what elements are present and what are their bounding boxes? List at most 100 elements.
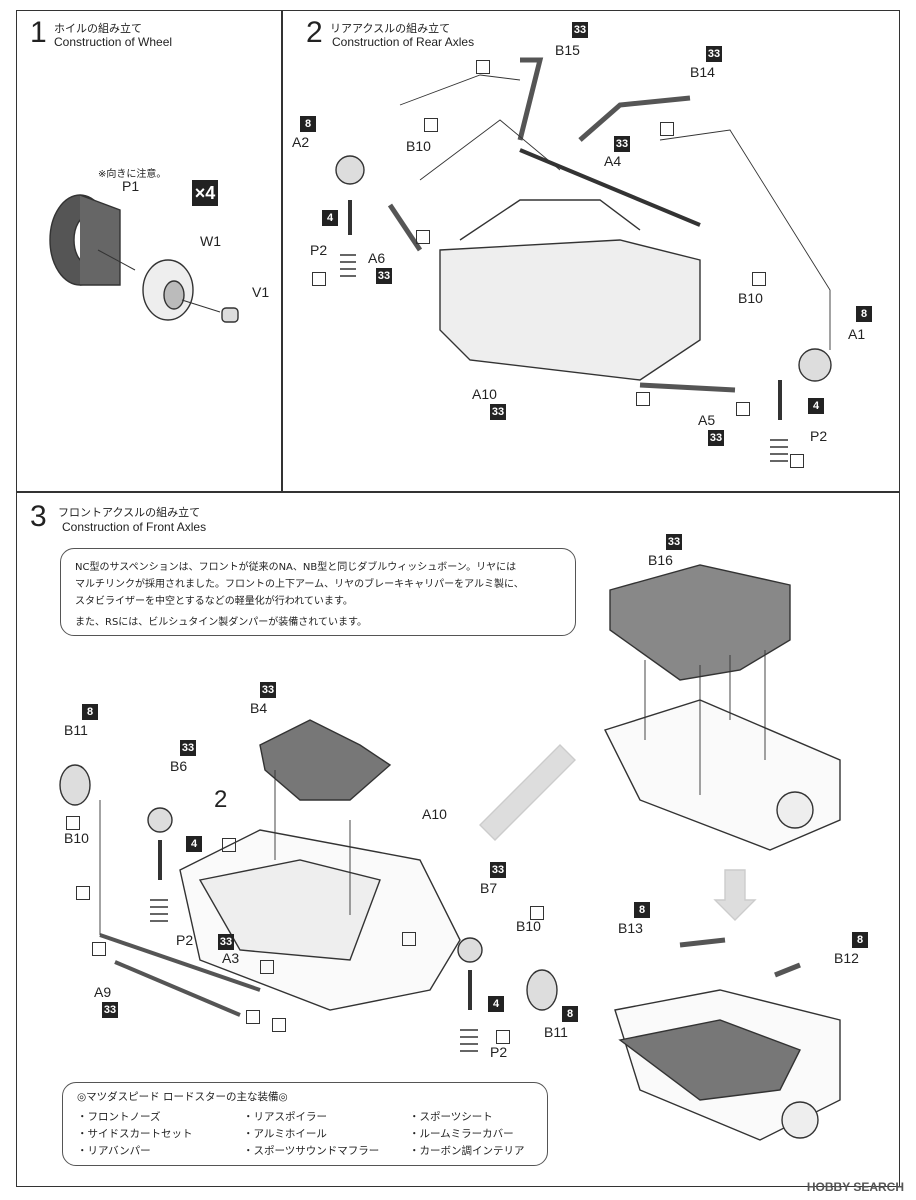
badge-b7: 33 [490, 862, 506, 878]
step1-title-en: Construction of Wheel [54, 35, 173, 49]
label-b12: B12 [834, 950, 859, 966]
label-step-ref-2: 2 [214, 786, 228, 813]
equipment-item: ・フロントノーズ [77, 1111, 161, 1123]
step1-number: 1 [30, 16, 47, 49]
badge-sticker-4a: 4 [322, 210, 338, 226]
glue-icon [636, 392, 650, 406]
glue-icon [76, 886, 90, 900]
badge-a4: 33 [614, 136, 630, 152]
label-a5: A5 [698, 412, 716, 428]
step2-title-en: Construction of Rear Axles [332, 35, 475, 49]
label-b7: B7 [480, 880, 498, 896]
equipment-item: ・スポーツサウンドマフラー [243, 1145, 380, 1157]
glue-icon [246, 1010, 260, 1024]
label-a9: A9 [94, 984, 112, 1000]
label-b10-rear-left: B10 [406, 138, 431, 154]
info-line-3: スタビライザーを中空とするなどの軽量化が行われています。 [75, 596, 353, 607]
glue-icon [752, 272, 766, 286]
label-p2-rear-right: P2 [810, 428, 828, 444]
equipment-item: ・リアバンパー [77, 1145, 151, 1157]
glue-icon [496, 1030, 510, 1044]
label-a1: A1 [848, 326, 866, 342]
label-b4: B4 [250, 700, 268, 716]
equipment-title: ◎マツダスピード ロードスターの主な装備◎ [77, 1091, 288, 1103]
glue-icon [424, 118, 438, 132]
glue-icon [476, 60, 490, 74]
label-a10-rear: A10 [472, 386, 497, 402]
glue-icon [312, 272, 326, 286]
quantity-badge: ×4 [192, 180, 218, 206]
label-b10-front-right: B10 [516, 918, 541, 934]
info-line-4: また、RSには、ビルシュタイン製ダンパーが装備されています。 [75, 617, 367, 628]
badge-b16: 33 [666, 534, 682, 550]
badge-sticker-4-front-a: 4 [186, 836, 202, 852]
label-b10-rear-right: B10 [738, 290, 763, 306]
label-b11-right: B11 [544, 1024, 568, 1040]
glue-icon [530, 906, 544, 920]
badge-a1: 8 [856, 306, 872, 322]
step2-title-jp: リアアクスルの組み立て [330, 22, 451, 35]
glue-icon [66, 816, 80, 830]
badge-b14: 33 [706, 46, 722, 62]
badge-a5: 33 [708, 430, 724, 446]
badge-a10-rear: 33 [490, 404, 506, 420]
equipment-item: ・ルームミラーカバー [409, 1128, 514, 1140]
glue-icon [222, 838, 236, 852]
step2-number: 2 [306, 16, 323, 49]
info-line-1: NC型のサスペンションは、フロントが従来のNA、NB型と同じダブルウィッシュボー… [75, 562, 517, 573]
glue-icon [272, 1018, 286, 1032]
label-a6: A6 [368, 250, 386, 266]
step3-number: 3 [30, 500, 47, 533]
cap-v1 [221, 307, 239, 323]
label-v1: V1 [252, 284, 270, 300]
label-b10-front-left: B10 [64, 830, 89, 846]
badge-sticker-4-front-b: 4 [488, 996, 504, 1012]
suspension-info-box: NC型のサスペンションは、フロントが従来のNA、NB型と同じダブルウィッシュボー… [60, 548, 576, 636]
label-p2-rear-left: P2 [310, 242, 328, 258]
label-b6: B6 [170, 758, 188, 774]
step2-frame [282, 10, 900, 492]
label-a3: A3 [222, 950, 240, 966]
label-b15: B15 [555, 42, 580, 58]
badge-b11-left: 8 [82, 704, 98, 720]
step3-frame [16, 492, 900, 1187]
equipment-item: ・カーボン調インテリア [409, 1145, 525, 1157]
badge-sticker-4b: 4 [808, 398, 824, 414]
equipment-item: ・サイドスカートセット [77, 1128, 193, 1140]
badge-a3: 33 [218, 934, 234, 950]
label-a2: A2 [292, 134, 310, 150]
step1-frame [16, 10, 282, 492]
glue-icon [402, 932, 416, 946]
badge-b15: 33 [572, 22, 588, 38]
badge-b11-right: 8 [562, 1006, 578, 1022]
label-b13: B13 [618, 920, 643, 936]
label-a4: A4 [604, 153, 622, 169]
orientation-note: ※向きに注意。 [98, 169, 167, 180]
label-b14: B14 [690, 64, 715, 80]
glue-icon [660, 122, 674, 136]
step3-title-jp: フロントアクスルの組み立て [58, 506, 201, 519]
badge-b13: 8 [634, 902, 650, 918]
glue-icon [736, 402, 750, 416]
label-p2-front-right: P2 [490, 1044, 508, 1060]
watermark: HOBBY SEARCH [806, 1180, 904, 1194]
badge-a6: 33 [376, 268, 392, 284]
badge-a2: 8 [300, 116, 316, 132]
badge-b12: 8 [852, 932, 868, 948]
badge-a9: 33 [102, 1002, 118, 1018]
equipment-item: ・スポーツシート [409, 1111, 493, 1123]
info-line-2: マルチリンクが採用されました。フロントの上下アーム、リヤのブレーキキャリパーをア… [75, 579, 524, 590]
label-b11-left: B11 [64, 722, 88, 738]
label-a10-front: A10 [422, 806, 447, 822]
badge-b6: 33 [180, 740, 196, 756]
label-w1: W1 [200, 233, 221, 249]
badge-b4: 33 [260, 682, 276, 698]
label-b16: B16 [648, 552, 673, 568]
label-p1: P1 [122, 178, 140, 194]
label-p2-front-left: P2 [176, 932, 194, 948]
glue-icon [260, 960, 274, 974]
equipment-box: ◎マツダスピード ロードスターの主な装備◎ ・フロントノーズ ・サイドスカートセ… [62, 1082, 548, 1166]
glue-icon [92, 942, 106, 956]
glue-icon [790, 454, 804, 468]
